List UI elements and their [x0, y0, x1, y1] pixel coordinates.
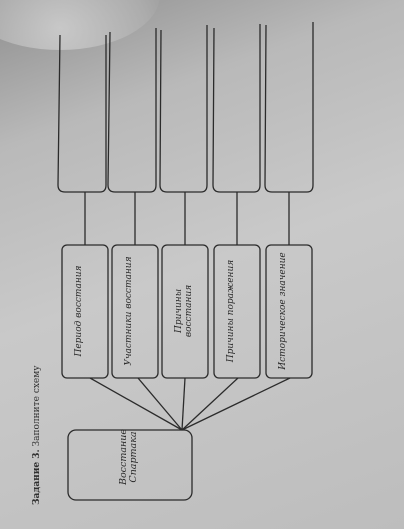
connector-1 — [89, 377, 183, 431]
category-label-2: Участники восстания — [124, 251, 146, 371]
category-label-1-line1: Период восстания — [74, 265, 84, 357]
category-label-1: Период восстания — [74, 251, 96, 371]
category-label-3-line1: Причины — [174, 288, 184, 334]
task-title: Задание 3. Заполните схему — [32, 355, 44, 505]
category-label-4-line1: Причины поражения — [226, 259, 236, 363]
task-instruction: Заполните схему — [32, 365, 42, 447]
answer-box-2 — [107, 28, 157, 193]
answer-box-3 — [159, 25, 208, 193]
answer-box-5 — [264, 22, 314, 193]
category-label-4: Причины поражения — [226, 251, 248, 371]
answer-box-4 — [212, 24, 261, 193]
category-label-3-line2: восстания — [184, 284, 194, 338]
connector-5 — [181, 377, 291, 431]
connector-4 — [181, 377, 239, 431]
answer-box-1 — [57, 34, 107, 193]
center-node-label: Восстание Спартака — [118, 427, 141, 487]
task-number: Задание 3. — [32, 449, 42, 505]
category-label-5-line1: Историческое значение — [278, 252, 288, 370]
category-label-3: Причины восстания — [174, 251, 196, 371]
center-node-box — [67, 429, 193, 501]
connector-2 — [137, 377, 183, 431]
center-node-line2: Спартака — [128, 431, 139, 483]
connector-3 — [181, 377, 186, 431]
category-label-5: Историческое значение — [278, 249, 300, 373]
category-label-2-line1: Участники восстания — [124, 256, 134, 366]
